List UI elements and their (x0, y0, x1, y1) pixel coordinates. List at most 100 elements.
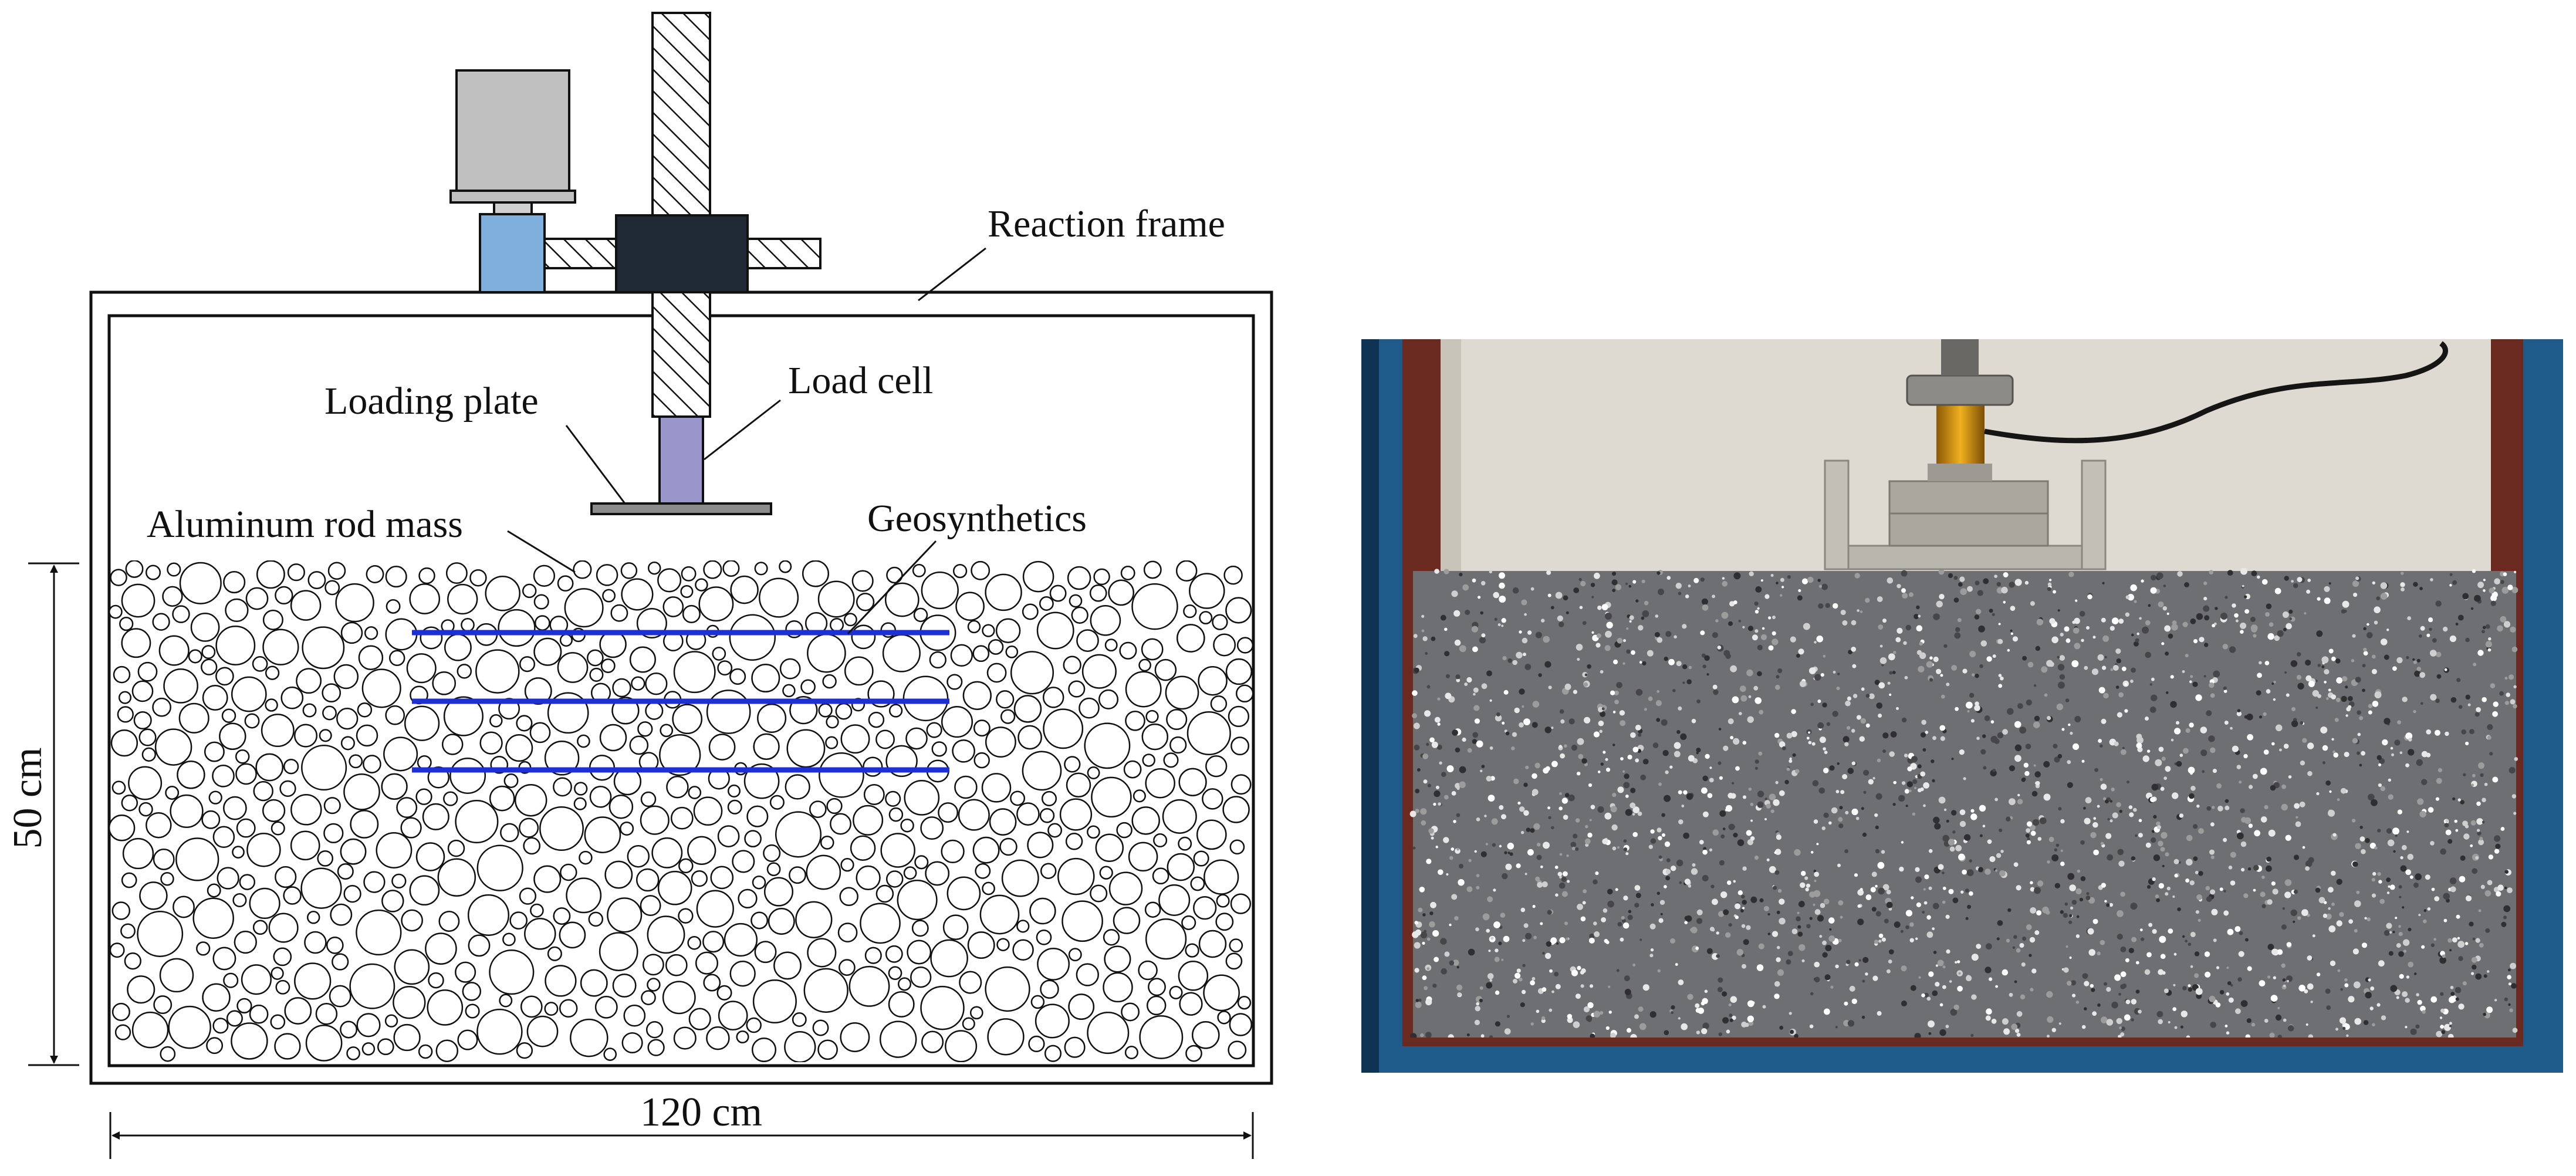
photo-rod-speck (2158, 601, 2164, 607)
photo-rod-speck (1772, 931, 1779, 937)
photo-rod-speck (2271, 682, 2274, 685)
rod-circle (235, 749, 250, 764)
photo-rod-speck (1594, 572, 1600, 579)
photo-rod-speck (1466, 677, 1472, 683)
photo-rod-speck (2097, 654, 2104, 661)
rod-circle (1235, 684, 1253, 703)
photo-rod-speck (1702, 811, 1709, 817)
photo-rod-speck (1597, 605, 1602, 610)
photo-rod-speck (1776, 945, 1780, 949)
photo-rod-speck (2150, 797, 2155, 802)
rod-circle (249, 887, 280, 920)
rod-circle (729, 614, 776, 661)
photo-rod-speck (2104, 655, 2107, 658)
rod-circle (160, 1046, 176, 1062)
rod-circle (363, 755, 381, 773)
photo-rod-speck (2210, 822, 2215, 827)
rod-circle (1091, 776, 1132, 818)
photo-rod-speck (1530, 587, 1534, 591)
photo-rod-speck (2114, 974, 2121, 981)
photo-rod-speck (2225, 805, 2230, 810)
photo-rod-speck (1595, 643, 1601, 648)
photo-rod-speck (1577, 772, 1581, 776)
photo-rod-speck (2389, 931, 2392, 934)
photo-rod-speck (1475, 927, 1479, 931)
rod-circle (982, 624, 995, 637)
photo-rod-mass (1413, 571, 2516, 1038)
rod-circle (523, 837, 541, 855)
rod-circle (324, 580, 340, 596)
photo-rod-speck (2186, 859, 2193, 866)
photo-rod-speck (2161, 832, 2168, 839)
photo-rod-speck (2440, 848, 2446, 855)
rod-circle (246, 832, 281, 867)
photo-rod-speck (1926, 661, 1933, 668)
photo-rod-speck (1798, 648, 1804, 655)
photo-rod-speck (2203, 581, 2207, 586)
photo-rod-speck (1808, 741, 1812, 745)
photo-rod-speck (1753, 685, 1759, 691)
photo-rod-speck (2340, 788, 2347, 794)
photo-rod-speck (1658, 589, 1664, 596)
photo-rod-speck (2511, 794, 2517, 799)
photo-rod-speck (2419, 672, 2426, 678)
photo-rod-speck (1928, 1032, 1932, 1035)
rod-circle (938, 802, 959, 823)
photo-rod-speck (1975, 609, 1982, 614)
motor (455, 69, 570, 192)
label-width-dim: 120 cm (640, 1090, 762, 1135)
photo-rod-speck (1856, 715, 1861, 720)
photo-rod-speck (1878, 933, 1884, 938)
rod-circle (751, 663, 780, 693)
rod-circle (447, 583, 478, 615)
rod-circle (340, 736, 355, 751)
rod-circle (727, 784, 741, 797)
rod-circle (475, 649, 520, 694)
photo-rod-speck (1800, 871, 1806, 876)
photo-rod-speck (1455, 747, 1461, 753)
rod-circle (688, 786, 702, 799)
photo-rod-speck (1696, 909, 1703, 915)
rod-circle (1205, 755, 1228, 778)
photo-rod-speck (2009, 798, 2016, 805)
rod-circle (113, 665, 131, 684)
photo-rod-speck (1728, 718, 1734, 725)
photo-rod-speck (2149, 683, 2152, 686)
rod-circle (642, 954, 664, 976)
photo-rod-speck (2267, 633, 2274, 640)
photo-load-cell (1936, 405, 1985, 464)
photo-rod-speck (2454, 819, 2458, 823)
rod-circle (1030, 995, 1045, 1009)
photo-rod-speck (1733, 880, 1736, 883)
photo-rod-speck (2341, 609, 2346, 614)
photo-rod-speck (2171, 624, 2178, 631)
photo-rod-speck (2398, 951, 2404, 957)
photo-rod-speck (2441, 1030, 2446, 1035)
photo-rod-speck (1747, 839, 1753, 846)
photo-rod-speck (2336, 677, 2343, 684)
rod-circle (1202, 788, 1223, 810)
photo-load-cell-flange (1906, 374, 2014, 406)
photo-rod-speck (1525, 932, 1532, 940)
photo-rod-speck (1475, 1006, 1480, 1012)
photo-frame-shade (1361, 339, 1379, 1073)
rod-circle (432, 671, 457, 695)
photo-rod-speck (1678, 706, 1682, 711)
photo-rod-speck (2420, 1005, 2426, 1012)
photo-rod-speck (2173, 984, 2176, 986)
rod-circle (1079, 697, 1100, 719)
photo-rod-speck (1415, 809, 1419, 813)
photo-rod-speck (2398, 885, 2402, 889)
rod-circle (1016, 802, 1040, 826)
rod-circle (273, 947, 292, 967)
rod-circle (637, 721, 653, 737)
photo-rod-speck (2390, 746, 2394, 750)
photo-rod-speck (1519, 688, 1525, 695)
photo-rod-speck (1809, 917, 1813, 920)
photo-rod-speck (2141, 579, 2144, 583)
photo-rod-speck (1730, 665, 1737, 673)
photo-rod-speck (1932, 736, 1936, 741)
photo-rod-speck (2325, 697, 2329, 700)
photo-rod-speck (2074, 643, 2081, 650)
photo-rod-speck (1844, 742, 1849, 746)
